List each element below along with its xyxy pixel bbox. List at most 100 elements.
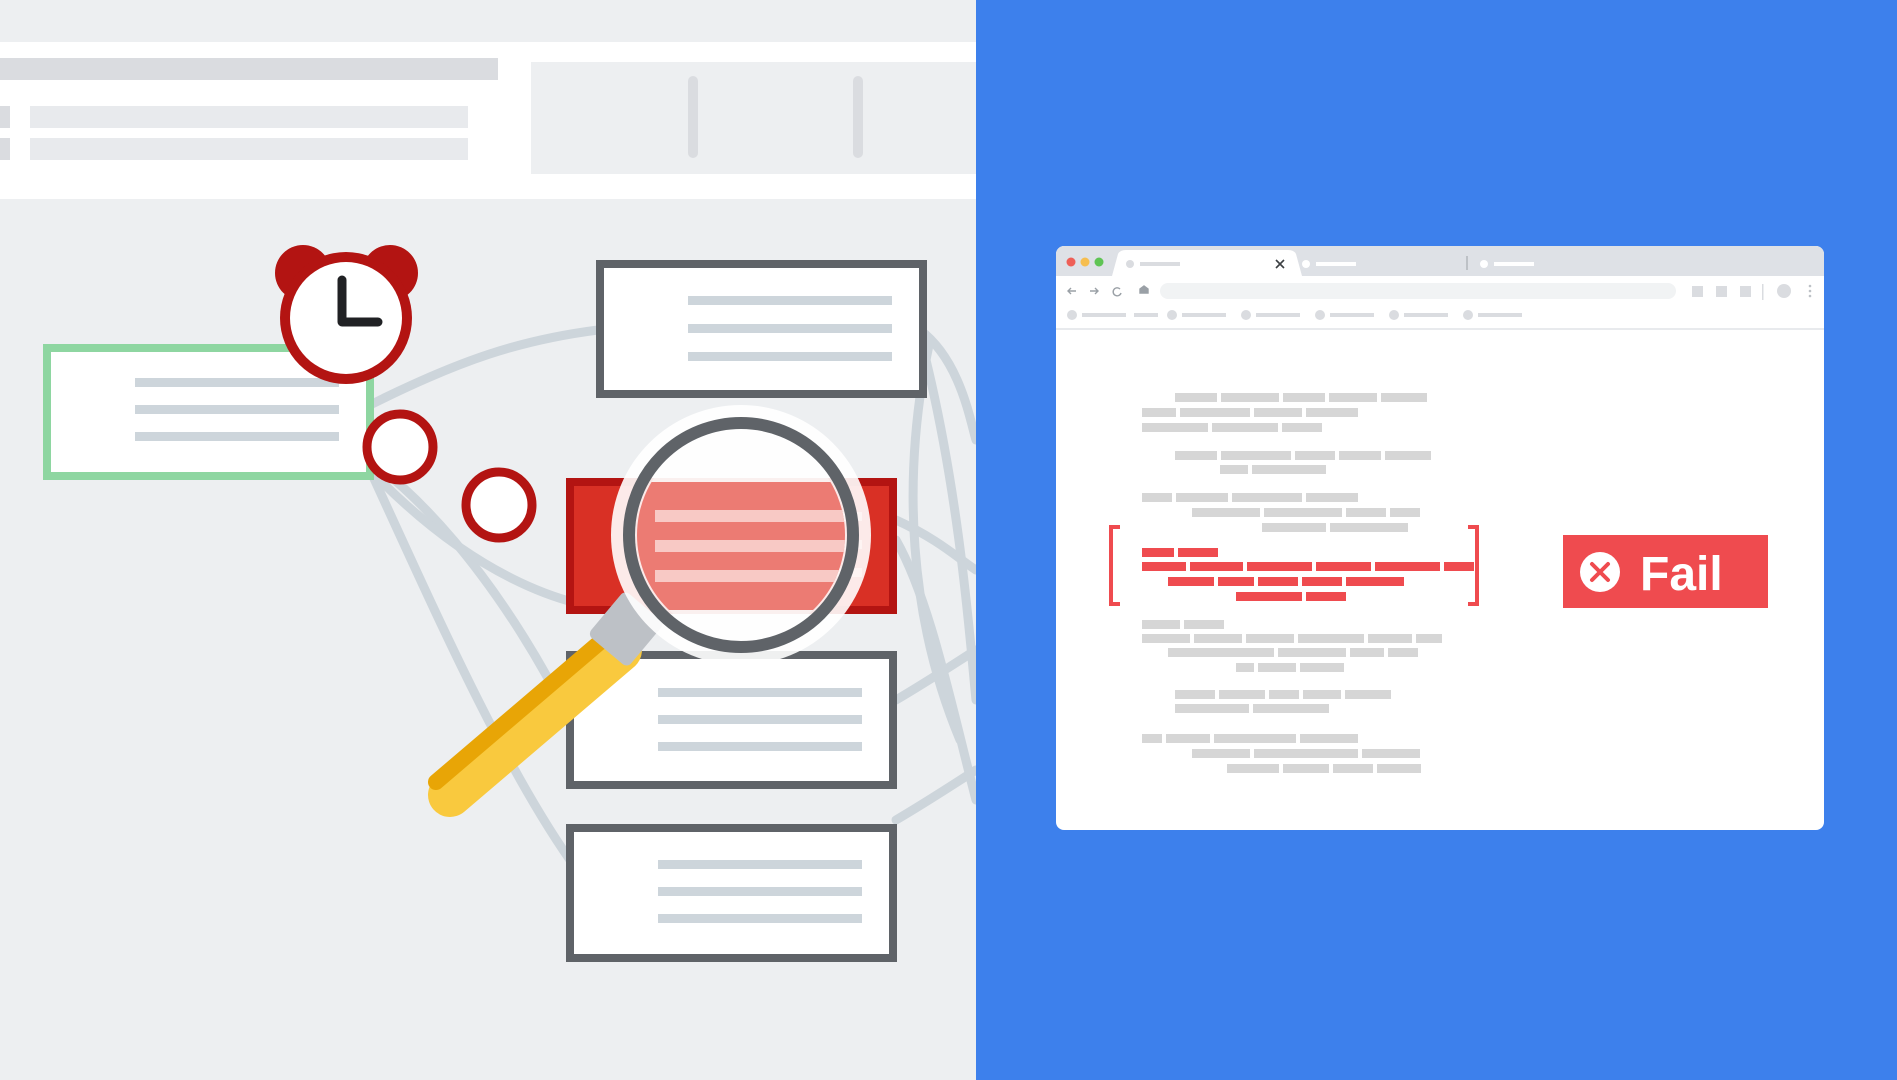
top-ui-text-placeholder [30,106,468,128]
left-panel [0,0,981,1080]
bookmark-label-placeholder[interactable] [1182,313,1226,317]
error-code-line [1168,577,1214,586]
top-ui-bullet [0,106,10,128]
card-green-selected [43,344,374,480]
page-text-line [1350,648,1384,657]
page-text-line [1283,764,1329,773]
error-code-line [1302,577,1342,586]
page-text-line [1184,620,1224,629]
error-code-line [1258,577,1298,586]
page-text-line [1269,690,1299,699]
top-ui-title-placeholder [0,58,498,80]
magnified-text-line [655,570,845,582]
maximize-dot-icon[interactable] [1094,257,1104,267]
bracket-left-icon [1109,525,1120,606]
page-text-line [1295,451,1335,460]
extension-icon[interactable] [1716,286,1727,297]
page-text-line [1142,423,1208,432]
card-text-line [658,887,862,896]
tab-favicon [1126,260,1134,268]
page-text-line [1264,508,1342,517]
minimize-dot-icon[interactable] [1080,257,1090,267]
browser-frame [1056,246,1824,830]
page-text-line [1298,634,1364,643]
page-text-line [1194,634,1242,643]
error-code-lines [1142,548,1474,601]
avatar[interactable] [1777,284,1791,298]
x-circle-icon [1580,552,1620,592]
magnifying-glass-icon [428,405,871,817]
page-text-line [1232,493,1302,502]
bracket-right-icon [1468,525,1479,606]
page-text-line [1175,451,1217,460]
address-bar[interactable] [1160,283,1676,299]
page-text-line [1142,634,1190,643]
bookmark-icon[interactable] [1389,310,1399,320]
page-text-line [1175,393,1217,402]
page-text-line [1176,493,1228,502]
page-text-line [1390,508,1420,517]
toolbar-divider [1762,284,1764,300]
page-text-line [1219,690,1265,699]
extension-icon[interactable] [1692,286,1703,297]
forward-arrow-icon[interactable] [1090,287,1099,295]
error-code-line [1142,562,1186,571]
bookmark-label-placeholder[interactable] [1330,313,1374,317]
bookmark-icon[interactable] [1167,310,1177,320]
page-text-line [1339,451,1381,460]
bookmark-icon[interactable] [1241,310,1251,320]
card-top [596,260,927,398]
error-code-line [1444,562,1474,571]
reload-icon[interactable] [1112,287,1122,297]
page-text-line [1227,764,1279,773]
bookmark-icon[interactable] [1067,310,1077,320]
tab-title-placeholder[interactable] [1494,262,1534,266]
bookmark-label-placeholder[interactable] [1082,313,1126,317]
right-panel: Fail [976,0,1897,1080]
card-text-line [135,378,339,387]
card-text-line [688,296,892,305]
bookmark-icon[interactable] [1315,310,1325,320]
tab-title-placeholder [1140,262,1180,266]
page-text-line [1385,451,1431,460]
page-text-line [1381,393,1427,402]
fail-label: Fail [1640,548,1723,601]
page-text-line [1303,690,1341,699]
page-text-line [1252,465,1326,474]
page-text-line [1300,734,1358,743]
extension-icon[interactable] [1740,286,1751,297]
connector-line [365,465,575,865]
tab-favicon [1302,260,1310,268]
bookmark-label-placeholder[interactable] [1256,313,1300,317]
bookmark-label-placeholder[interactable] [1404,313,1448,317]
page-text-line [1180,408,1250,417]
page-text-line [1362,749,1420,758]
more-vert-icon[interactable] [1808,284,1812,298]
tab-active[interactable] [1112,250,1302,276]
connector-node [362,409,438,485]
card-text-line [658,688,862,697]
page-text-line [1142,734,1162,743]
connector-line [365,325,603,410]
page-text-line [1221,393,1279,402]
error-code-line [1190,562,1243,571]
page-text-line [1214,734,1296,743]
top-ui-bar [0,42,976,199]
back-arrow-icon[interactable] [1067,287,1076,295]
tab-title-placeholder[interactable] [1316,262,1356,266]
card-text-line [658,742,862,751]
page-text-line [1142,620,1180,629]
bookmark-icon[interactable] [1463,310,1473,320]
card-text-line [658,715,862,724]
page-text-line [1142,493,1172,502]
home-icon[interactable] [1139,285,1149,294]
bookmark-label-placeholder[interactable] [1478,313,1522,317]
bookmark-label-placeholder[interactable] [1134,313,1158,317]
close-dot-icon[interactable] [1066,257,1076,267]
page-text-line [1246,634,1294,643]
page-text-line [1142,408,1176,417]
error-code-line [1375,562,1440,571]
page-text-line [1300,663,1344,672]
close-icon[interactable] [1275,259,1285,269]
